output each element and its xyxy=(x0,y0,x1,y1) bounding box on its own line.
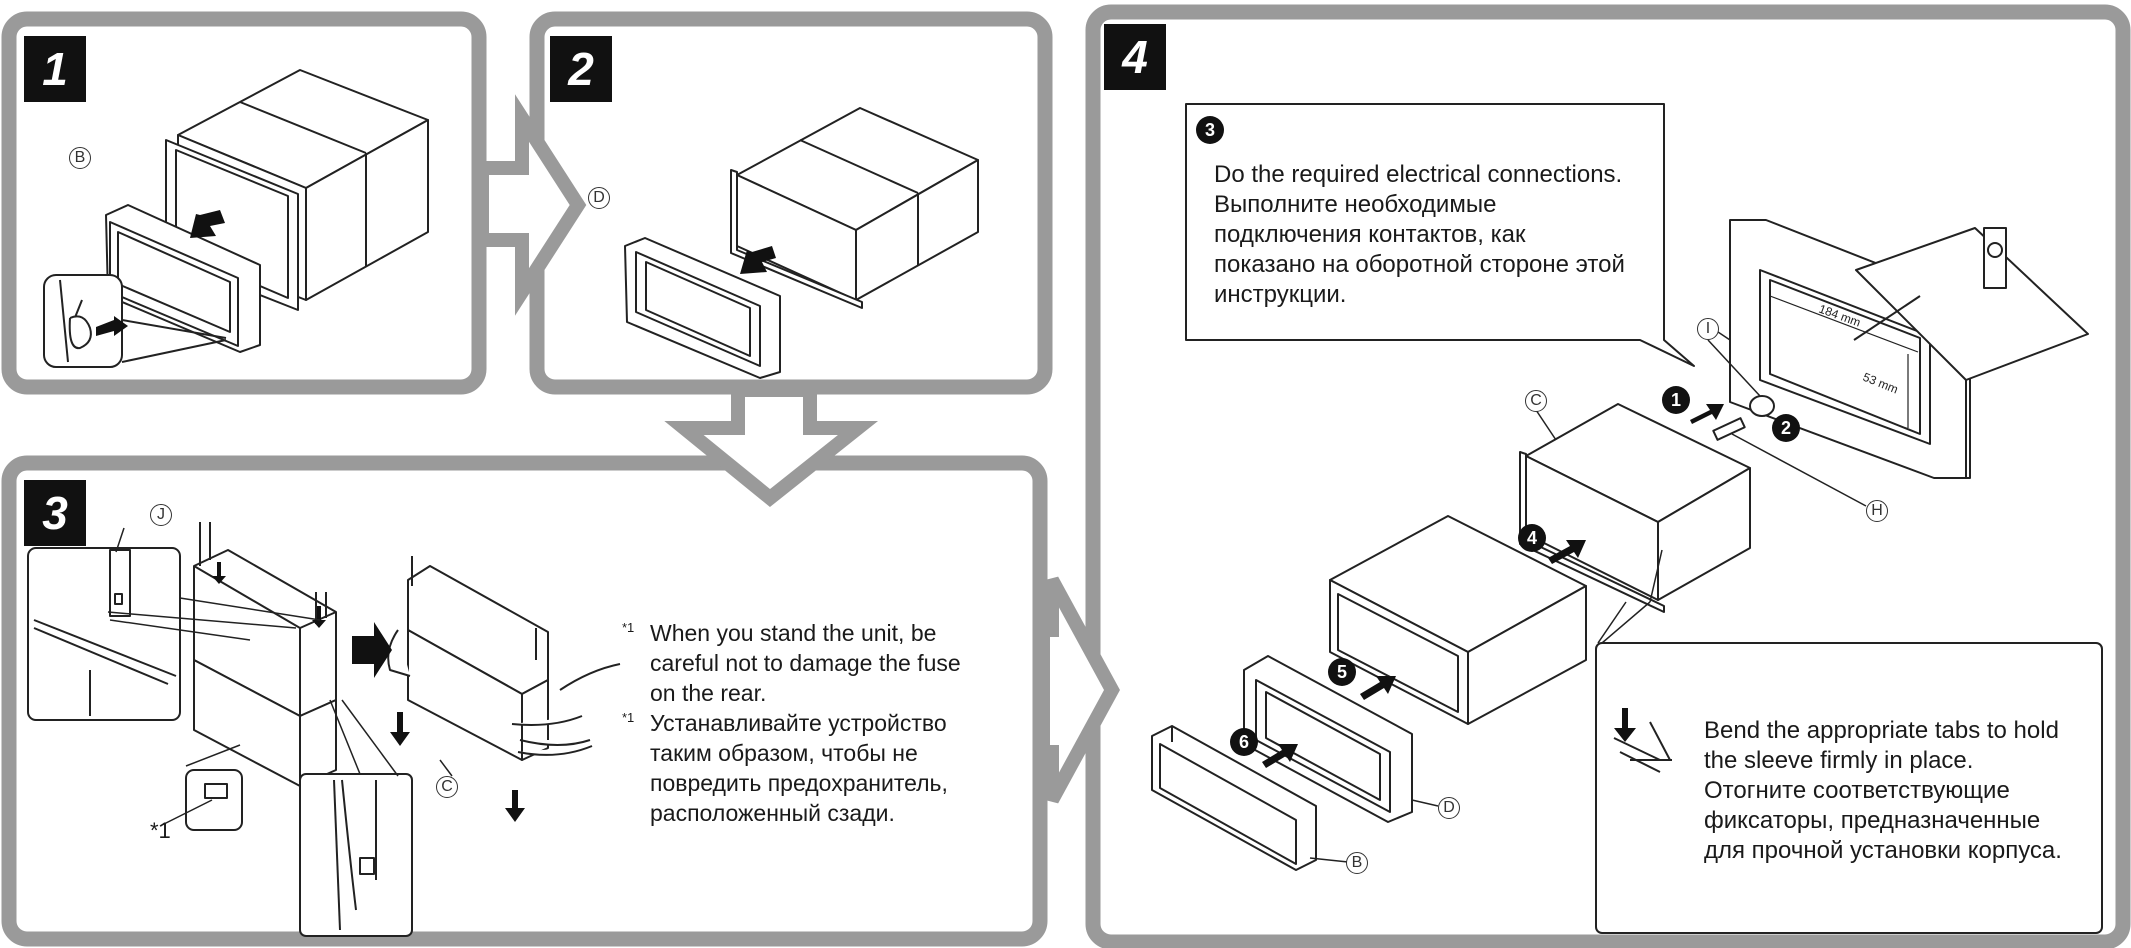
panel-1-art xyxy=(43,69,429,368)
arrow-step-1 xyxy=(1690,404,1724,424)
order-bullet-1: 1 xyxy=(1662,386,1690,414)
part-label-b-4: B xyxy=(1346,852,1368,874)
order-bullet-6: 6 xyxy=(1230,728,1258,756)
note-english: *1 When you stand the unit, be careful n… xyxy=(622,618,1002,708)
rotate-arrow xyxy=(352,622,392,678)
panel-4-frame xyxy=(1085,4,2131,948)
bend-line: the sleeve firmly in place. xyxy=(1704,747,1974,774)
pull-arrow xyxy=(190,210,225,238)
tab-detail-inset xyxy=(27,547,181,721)
note-line: повредить предохранитель, xyxy=(650,770,948,796)
step-badge-2: 2 xyxy=(550,36,612,102)
step3-notes: *1 When you stand the unit, be careful n… xyxy=(622,618,1002,828)
part-label-d-4: D xyxy=(1438,797,1460,819)
order-bullet-5: 5 xyxy=(1328,658,1356,686)
arrow-step-6 xyxy=(1262,744,1298,768)
flow-arrows xyxy=(475,94,1120,804)
note-line: on the rear. xyxy=(650,680,767,706)
step-badge-4: 4 xyxy=(1104,24,1166,90)
push-arrow xyxy=(96,316,128,336)
part-label-c-4: C xyxy=(1525,390,1547,412)
tab-arrow xyxy=(212,562,226,584)
panel-1-arrows xyxy=(96,210,225,336)
bend-line: для прочной установки корпуса. xyxy=(1704,837,2062,864)
arrow-1-to-2 xyxy=(475,94,587,316)
footnote-ref: *1 xyxy=(150,818,171,843)
part-label-j: J xyxy=(150,504,172,526)
bend-line: Отогните соответствующие xyxy=(1704,777,2010,804)
note-mark: *1 xyxy=(622,710,635,725)
bend-text: Bend the appropriate tabs to hold the sl… xyxy=(1704,716,2062,866)
panel-3-art xyxy=(27,522,621,937)
callout-line: инструкции. xyxy=(1214,281,1347,308)
arrow-step-5 xyxy=(1360,676,1396,700)
fuse-detail-inset xyxy=(185,769,243,831)
step-badge-3: 3 xyxy=(24,480,86,546)
part-label-c-3: C xyxy=(436,776,458,798)
panel-2-art xyxy=(624,107,979,379)
bend-arrow xyxy=(1614,708,1636,742)
step-badge-1: 1 xyxy=(24,36,86,102)
bend-note-box xyxy=(1595,642,2103,934)
callout-line: Do the required electrical connections. xyxy=(1214,161,1623,188)
note-line: таким образом, чтобы не xyxy=(650,740,918,766)
down-arrow xyxy=(390,712,410,746)
part-label-i: I xyxy=(1697,318,1719,340)
note-russian: *1 Устанавливайте устройство таким образ… xyxy=(622,708,1002,828)
callout-line: показано на оборотной стороне этой xyxy=(1214,251,1625,278)
note-line: расположенный сзади. xyxy=(650,800,895,826)
order-bullet-2: 2 xyxy=(1772,414,1800,442)
bend-line: фиксаторы, предназначенные xyxy=(1704,807,2041,834)
part-label-h: H xyxy=(1866,500,1888,522)
panel-4-leaders xyxy=(1309,331,1867,863)
arrow-step-4 xyxy=(1548,540,1586,564)
callout-box xyxy=(1185,103,1695,367)
arrow-3-to-4 xyxy=(1036,576,1120,804)
bend-line: Bend the appropriate tabs to hold xyxy=(1704,717,2059,744)
bend-detail-inset xyxy=(299,773,413,937)
insert-arrow xyxy=(740,246,776,274)
part-label-d: D xyxy=(588,187,610,209)
callout-line: Выполните необходимые xyxy=(1214,191,1497,218)
panel-4-art xyxy=(1151,103,2103,934)
callout-line: подключения контактов, как xyxy=(1214,221,1526,248)
panel-4-arrows xyxy=(1262,404,1724,768)
note-mark: *1 xyxy=(622,620,635,635)
dimension-lines xyxy=(1769,295,1919,428)
arrow-2-to-3 xyxy=(664,383,879,507)
callout-number: 3 xyxy=(1196,116,1224,144)
note-line: When you stand the unit, be xyxy=(650,620,937,646)
panel-3-arrows xyxy=(212,562,525,822)
note-line: careful not to damage the fuse xyxy=(650,650,961,676)
down-arrow-2 xyxy=(505,790,525,822)
note-line: Устанавливайте устройство xyxy=(650,710,947,736)
tab-arrow-2 xyxy=(312,606,326,628)
callout-text: Do the required electrical connections. … xyxy=(1214,160,1625,310)
order-bullet-4: 4 xyxy=(1518,524,1546,552)
panel-3-leaders xyxy=(107,527,453,827)
part-label-b: B xyxy=(69,147,91,169)
